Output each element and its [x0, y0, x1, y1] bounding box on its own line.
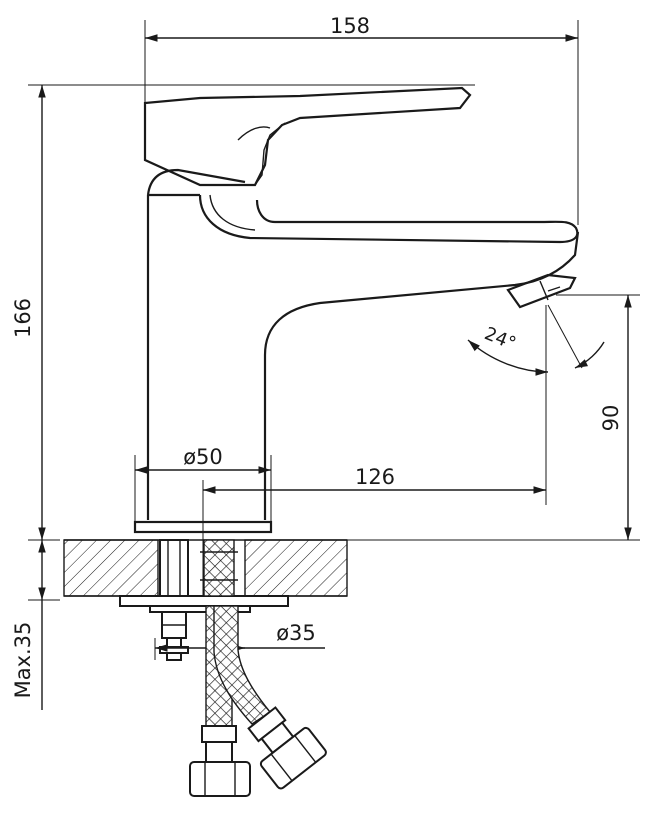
width-label: 158 [330, 14, 370, 38]
dimension-hole-diameter: ø35 [154, 621, 325, 660]
dimension-width-158: 158 [144, 14, 579, 225]
dimension-base-diameter: ø50 [134, 445, 272, 522]
mounting-stud [119, 539, 289, 661]
base-diameter-label: ø50 [183, 445, 223, 469]
spout-height-label: 90 [599, 405, 623, 432]
angle-label: 24° [481, 323, 518, 354]
supply-hose-angled [213, 605, 327, 790]
dimension-spout-height-90: 90 [345, 294, 640, 541]
hole-diameter-label: ø35 [276, 621, 316, 645]
dimension-mount-thickness: Max.35 [11, 539, 60, 710]
dimension-height-166: 166 [11, 84, 475, 540]
height-label: 166 [11, 298, 35, 338]
reach-label: 126 [355, 465, 395, 489]
mount-thickness-label: Max.35 [11, 622, 35, 699]
dimension-aerator-angle: 24° [467, 304, 605, 376]
